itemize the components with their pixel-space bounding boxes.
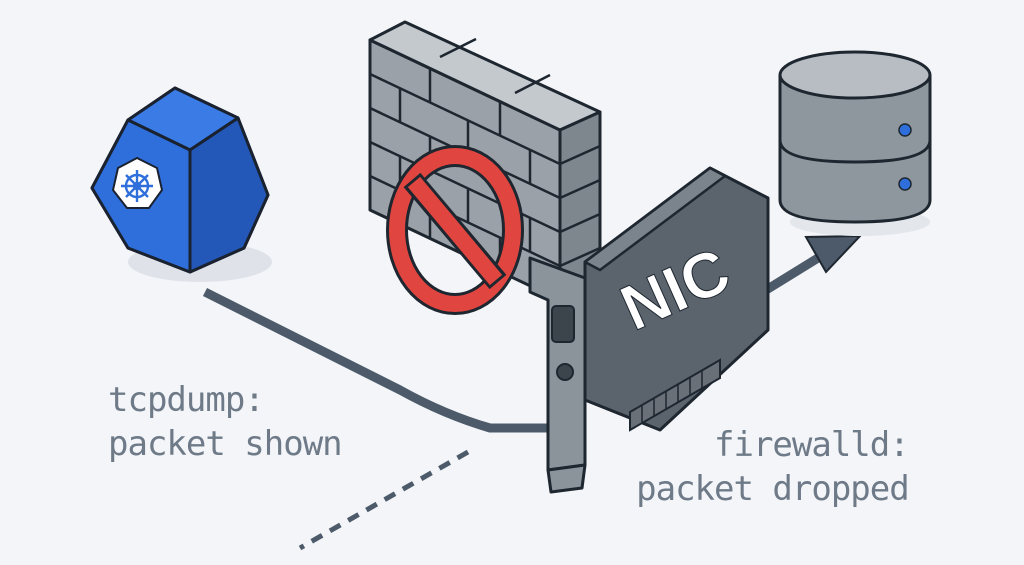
firewalld-caption-line1: firewalld: xyxy=(714,425,910,465)
tcpdump-caption: tcpdump: packet shown xyxy=(108,378,343,466)
prohibited-sign-icon xyxy=(386,145,524,315)
dashed-path xyxy=(298,449,470,551)
firewalld-caption-line2: packet dropped xyxy=(636,469,910,509)
helm-icon xyxy=(121,170,153,202)
network-interface-card-icon xyxy=(528,166,770,494)
tcpdump-caption-line2: packet shown xyxy=(108,424,343,464)
kubernetes-node-icon xyxy=(90,86,272,282)
database-server-icon xyxy=(778,50,932,236)
firewalld-caption: firewalld: packet dropped xyxy=(620,423,910,511)
packet-path xyxy=(202,287,560,433)
tcpdump-caption-line1: tcpdump: xyxy=(108,380,265,420)
